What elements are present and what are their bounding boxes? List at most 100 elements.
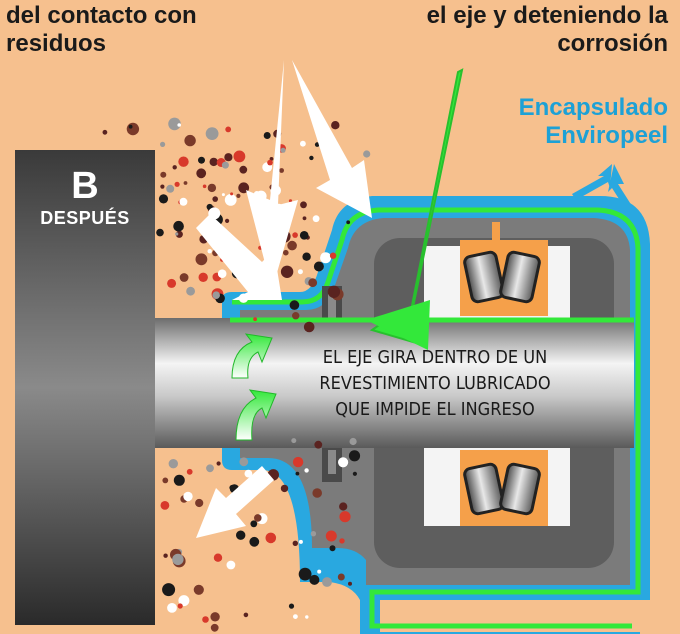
rotation-arrow-icon <box>235 389 277 441</box>
brand-label: Encapsulado Enviropeel <box>519 94 668 150</box>
debris-particle <box>202 184 207 189</box>
debris-particle <box>177 123 181 127</box>
caption-left: del contacto con residuos <box>6 2 197 58</box>
debris-particle <box>162 583 176 597</box>
debris-particle <box>299 231 309 240</box>
debris-particle <box>202 616 209 623</box>
debris-particle <box>298 539 303 544</box>
shaft-description: EL EJE GIRA DENTRO DE UN REVESTIMIENTO L… <box>285 345 585 423</box>
white-arrow-icon <box>196 214 282 300</box>
debris-particle <box>320 252 332 264</box>
debris-particle <box>283 249 289 256</box>
debris-particle <box>239 457 249 467</box>
debris-particle <box>304 468 309 473</box>
debris-particle <box>288 603 295 609</box>
debris-particle <box>213 553 223 562</box>
debris-particle <box>300 201 307 209</box>
debris-particle <box>172 165 177 170</box>
debris-particle <box>178 595 190 607</box>
debris-particle <box>300 140 306 147</box>
debris-particle <box>195 253 208 266</box>
debris-particle <box>162 477 169 484</box>
debris-particle <box>339 502 348 511</box>
debris-particle <box>177 603 183 609</box>
debris-particle <box>292 456 304 468</box>
debris-particle <box>230 192 234 196</box>
debris-particle <box>163 553 168 558</box>
debris-particle <box>198 272 208 282</box>
debris-particle <box>186 468 193 475</box>
brand-line2: Enviropeel <box>545 122 668 149</box>
debris-particle <box>236 530 246 540</box>
debris-particle <box>293 614 298 619</box>
debris-particle <box>292 540 298 546</box>
debris-particle <box>196 168 207 179</box>
debris-particle <box>289 300 300 310</box>
debris-particle <box>291 438 297 444</box>
debris-particle <box>183 181 188 185</box>
debris-particle <box>167 278 177 288</box>
bearing-top <box>460 222 548 316</box>
debris-particle <box>156 228 164 237</box>
debris-particle <box>168 459 178 469</box>
shaft <box>150 318 634 448</box>
bearing-bottom <box>460 450 548 526</box>
debris-particle <box>314 440 323 449</box>
debris-particle <box>288 199 293 203</box>
debris-particle <box>322 577 332 587</box>
debris-particle <box>349 437 357 446</box>
debris-particle <box>179 197 188 206</box>
debris-particle <box>236 193 241 198</box>
panel-label: DESPUÉS <box>40 208 130 228</box>
shaft-text-line3: QUE IMPIDE EL INGRESO <box>335 399 535 420</box>
debris-particle <box>212 196 218 202</box>
debris-particle <box>186 286 196 296</box>
debris-particle <box>207 249 212 254</box>
debris-particle <box>312 215 320 223</box>
debris-particle <box>167 603 177 613</box>
debris-particle <box>339 511 351 523</box>
debris-particle <box>183 491 193 502</box>
debris-particle <box>253 317 257 322</box>
debris-particle <box>160 171 167 178</box>
caption-right-line2: corrosión <box>557 30 668 57</box>
debris-particle <box>210 623 219 632</box>
debris-particle <box>173 220 184 232</box>
caption-right: el eje y deteniendo la corrosión <box>427 2 668 58</box>
debris-particle <box>217 269 227 279</box>
panel-b <box>15 150 155 625</box>
caption-left-line2: residuos <box>6 30 107 57</box>
white-arrow-icon <box>246 60 298 290</box>
debris-particle <box>243 612 249 618</box>
debris-particle <box>175 230 183 238</box>
debris-particle <box>303 321 315 333</box>
debris-particle <box>128 124 133 129</box>
debris-particle <box>305 615 309 619</box>
debris-particle <box>310 531 317 537</box>
debris-particle <box>160 501 170 510</box>
debris-particle <box>225 126 232 133</box>
debris-particle <box>329 545 336 552</box>
debris-particle <box>250 520 258 528</box>
debris-particle <box>249 536 260 547</box>
caption-right-line1: el eje y deteniendo la <box>426 2 668 29</box>
panel-letter: B <box>71 165 99 207</box>
debris-particle <box>314 142 320 147</box>
debris-particle <box>280 265 294 278</box>
debris-particle <box>244 469 253 478</box>
debris-particle <box>317 569 322 574</box>
debris-particle <box>279 168 284 173</box>
white-arrow-icon <box>292 60 372 218</box>
debris-particle <box>309 574 320 585</box>
caption-left-line1: del contacto con <box>6 2 197 29</box>
debris-particle <box>216 461 221 466</box>
debris-particle <box>205 127 219 140</box>
debris-particle <box>267 159 273 166</box>
brand-line1: Encapsulado <box>518 94 668 121</box>
debris-particle <box>269 157 274 161</box>
debris-particle <box>352 471 357 476</box>
debris-particle <box>207 183 217 193</box>
debris-particle <box>346 220 351 225</box>
debris-particle <box>221 161 229 169</box>
